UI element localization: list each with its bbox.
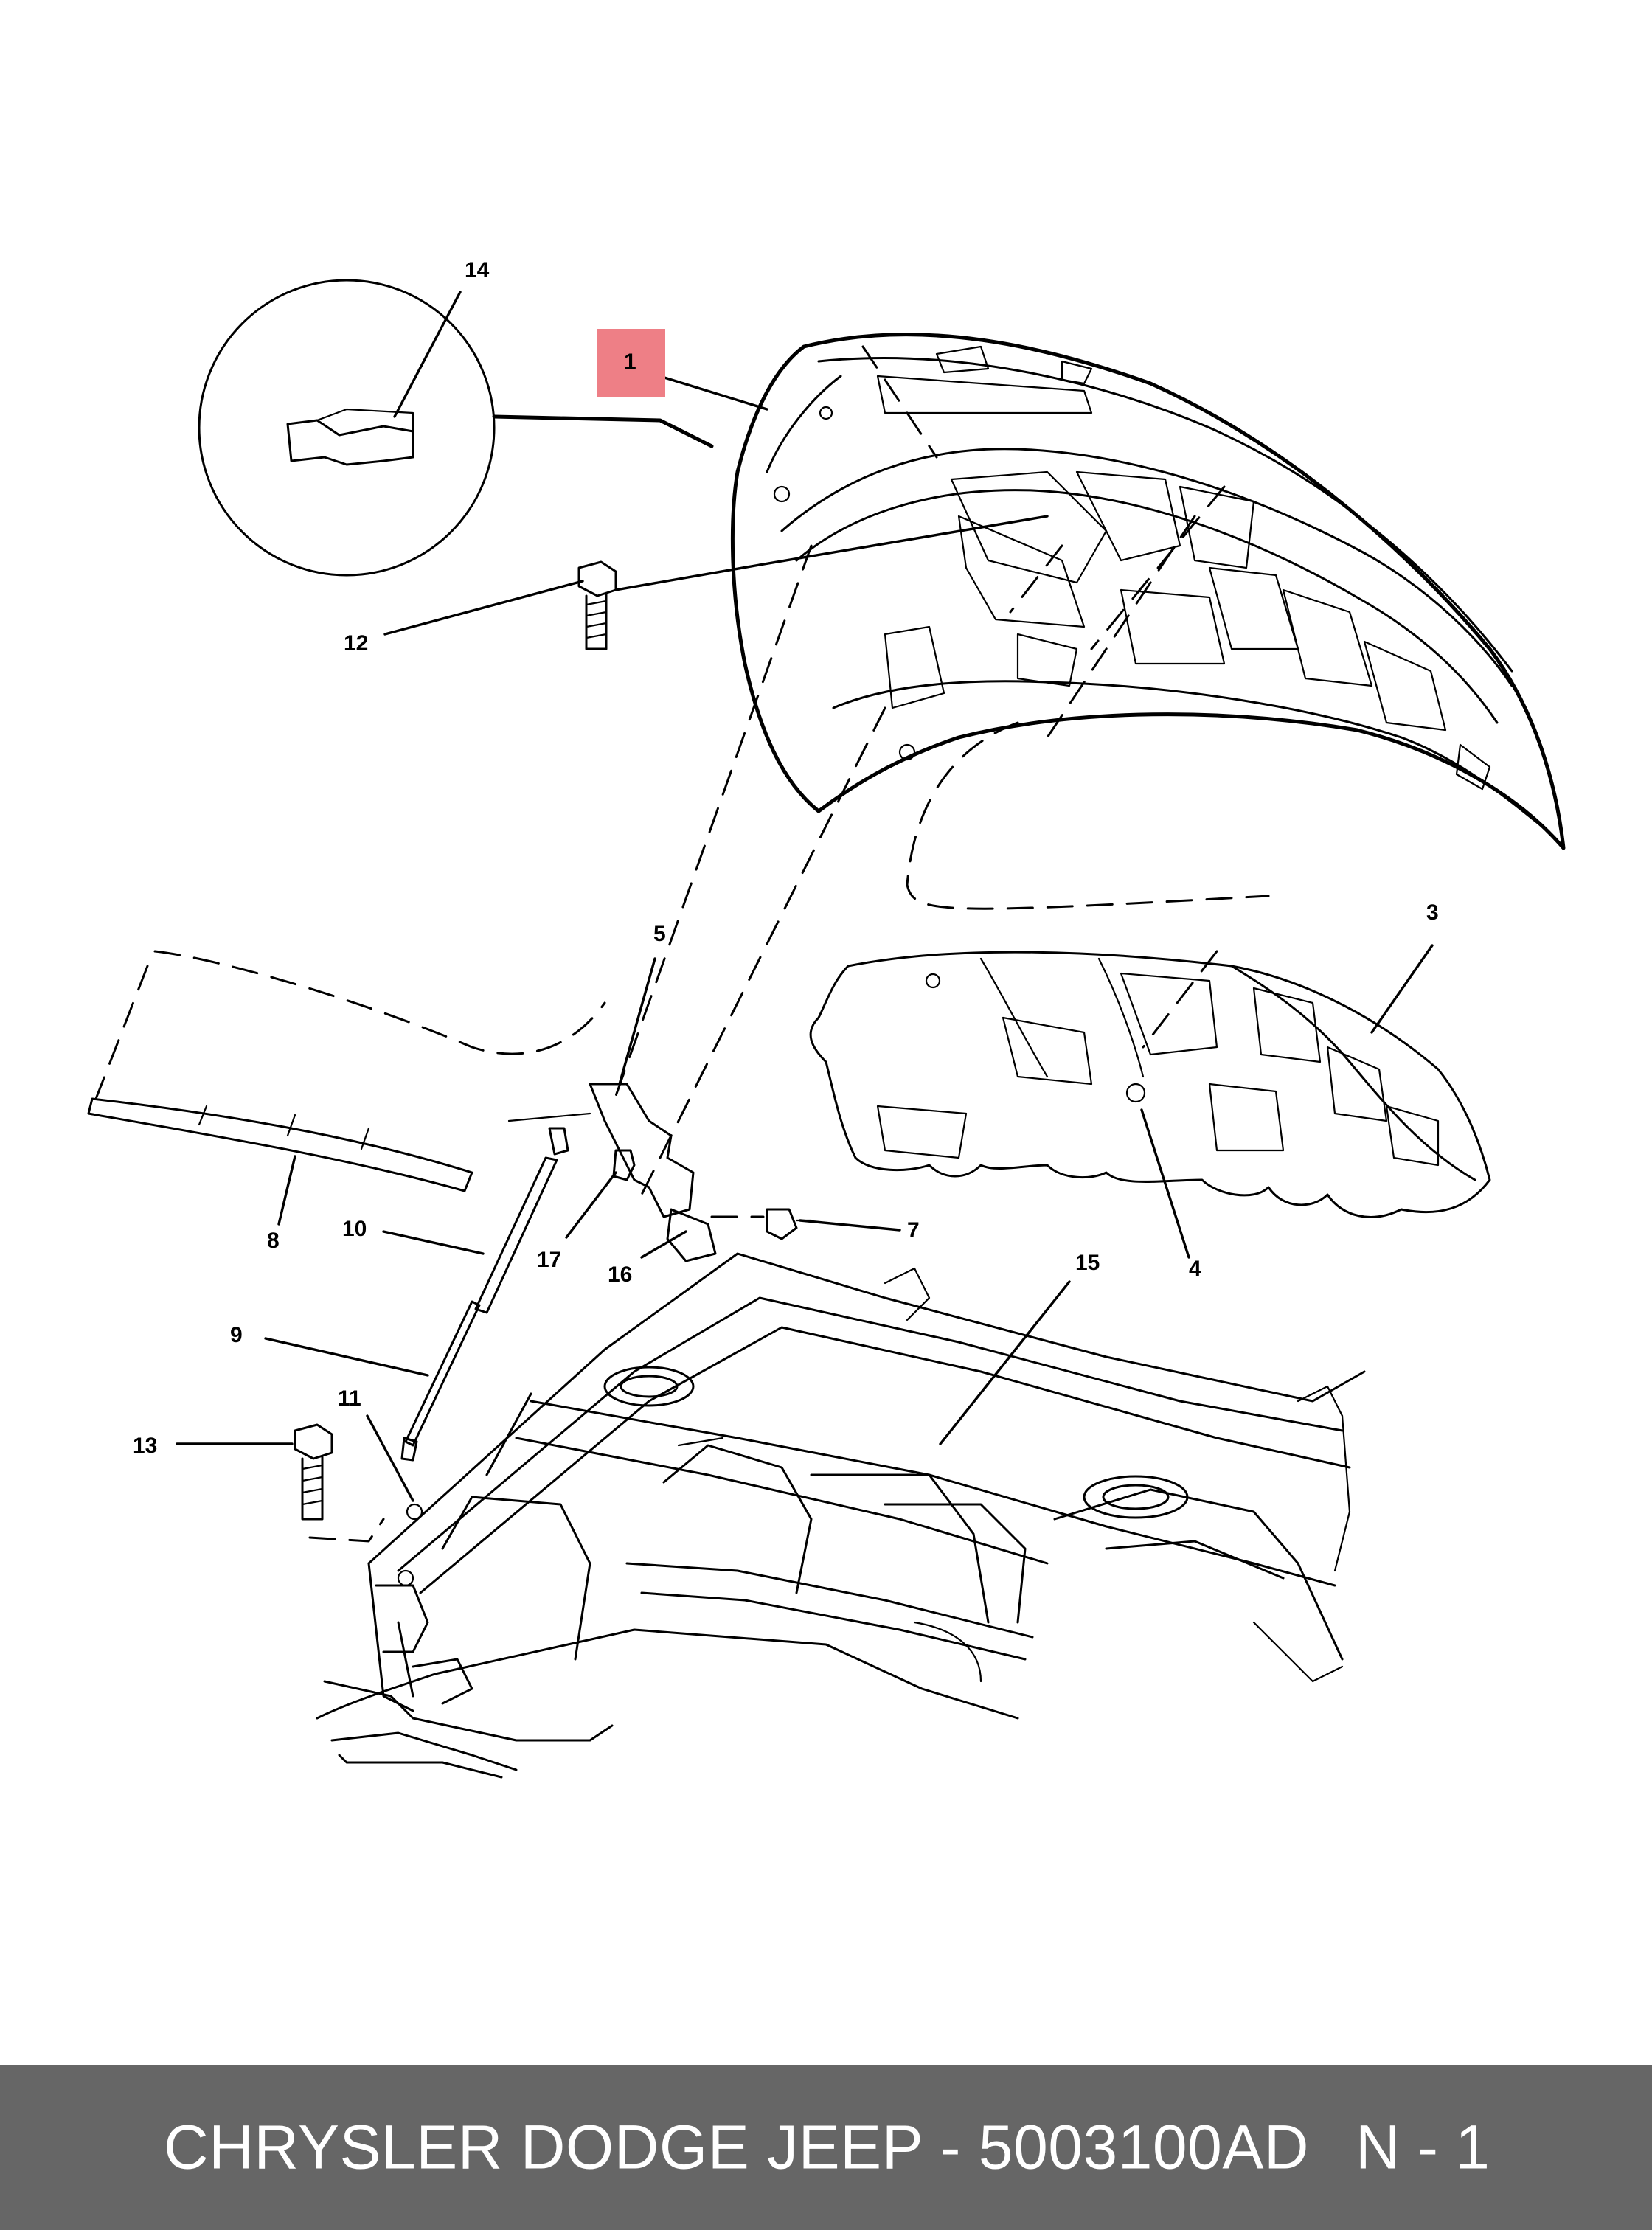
callout-1: 1 [624,350,636,374]
hood-hinge [507,1083,813,1262]
hood-silencer-pad [809,951,1491,1218]
parts-diagram: 1 3 4 5 7 8 9 10 11 12 13 14 15 16 17 [87,258,1566,1779]
hood-panel [730,333,1566,850]
callout-14: 14 [465,258,490,282]
leader-lines [176,291,1434,1502]
callout-16: 16 [608,1262,632,1287]
page-indicator: N - 1 [1356,2112,1490,2182]
callout-8: 8 [267,1229,280,1253]
callout-1-highlight [597,329,665,397]
callout-7: 7 [907,1218,920,1243]
callout-5: 5 [653,922,666,946]
callout-labels: 1 3 4 5 7 8 9 10 11 12 13 14 15 16 17 [133,258,1439,1458]
clip-detail-circle [198,279,714,577]
bolt-12 [577,560,617,650]
callout-9: 9 [230,1323,243,1347]
part-title: CHRYSLER DODGE JEEP - 5003100AD [164,2112,1310,2182]
hood-weatherstrip [87,1097,473,1192]
hood-prop-rod [400,1127,569,1462]
callout-15: 15 [1075,1251,1100,1275]
callout-4: 4 [1189,1257,1201,1281]
callout-11: 11 [338,1386,361,1411]
footer-bar: CHRYSLER DODGE JEEP - 5003100AD N - 1 [0,2065,1652,2230]
bolt-13 [294,1423,333,1521]
callout-3: 3 [1426,900,1439,925]
callout-12: 12 [344,631,368,656]
callout-13: 13 [133,1434,157,1458]
callout-17: 17 [537,1248,561,1272]
vehicle-cowl [308,1252,1366,1779]
callout-10: 10 [342,1217,367,1241]
